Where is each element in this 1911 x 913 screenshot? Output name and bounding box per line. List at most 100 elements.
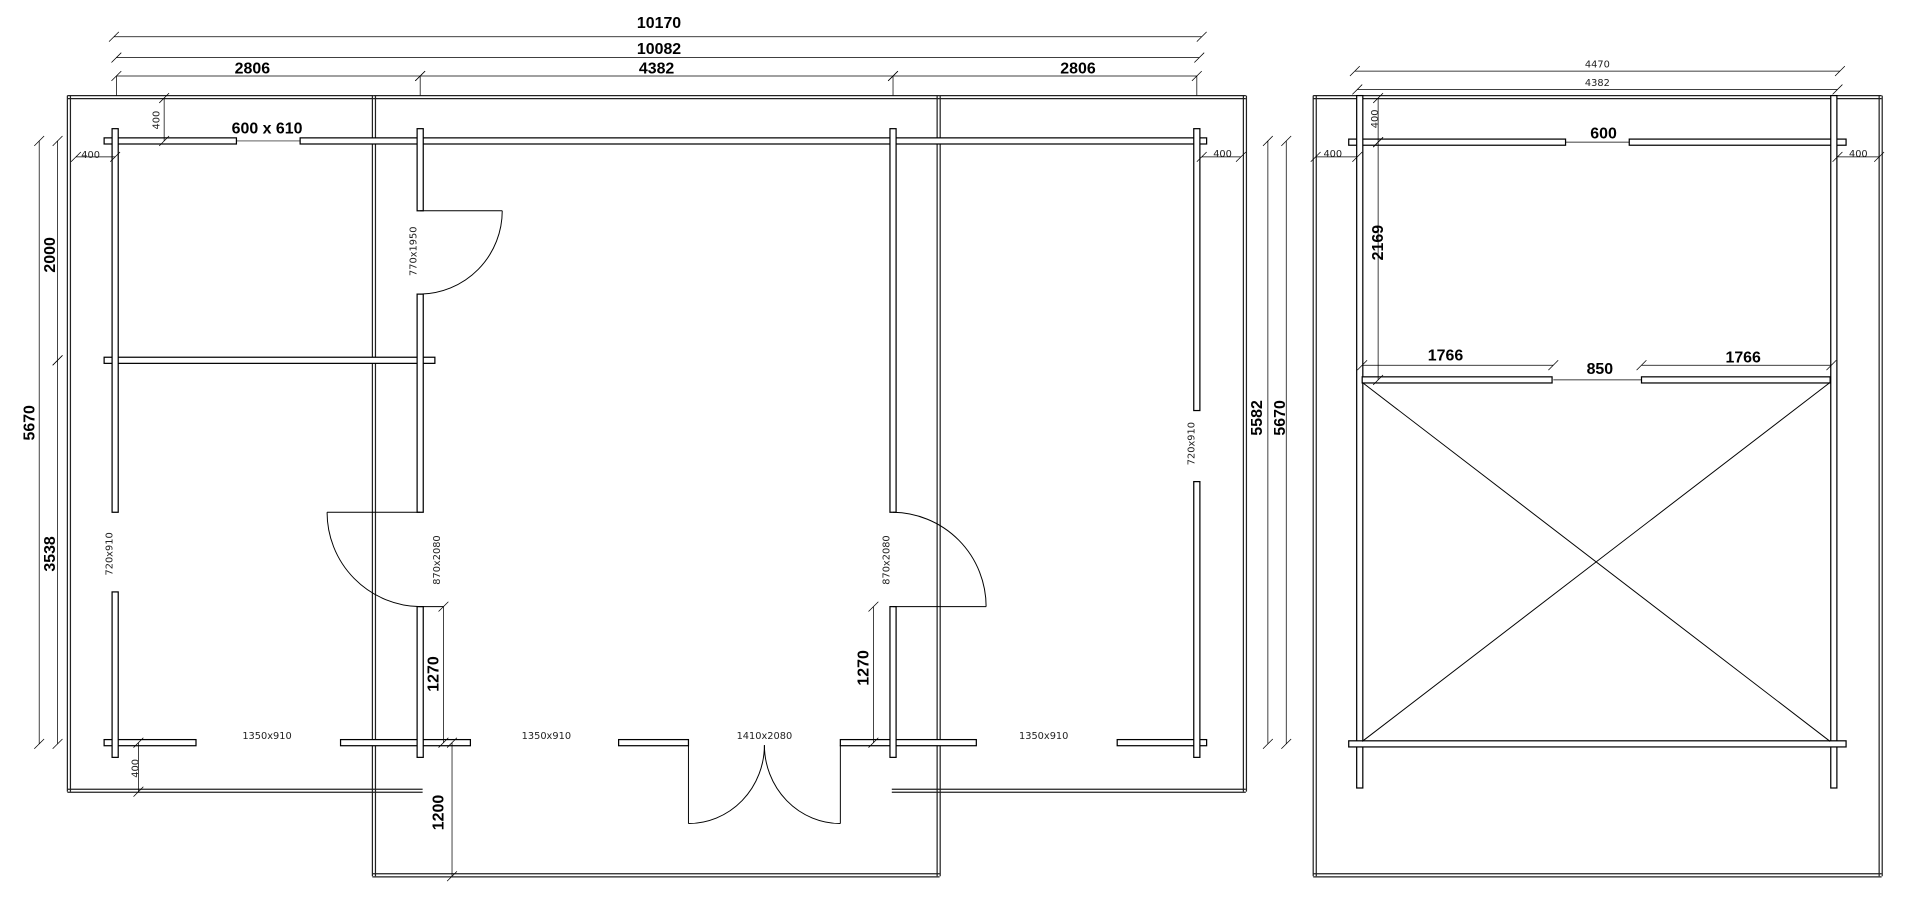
left-wall — [1356, 94, 1364, 789]
dimension-tick — [1262, 738, 1274, 750]
dimension-tick — [446, 871, 458, 882]
partition-wall — [416, 606, 424, 758]
dimension-tick — [1357, 360, 1368, 371]
dimension-tick — [868, 737, 879, 748]
dimension-tick — [1873, 151, 1885, 163]
partition-wall — [1640, 376, 1831, 384]
bottom-wall — [839, 738, 977, 747]
door-left-label: 870x2080 — [432, 535, 443, 584]
dimension-tick — [1281, 738, 1292, 750]
right-wall — [1193, 481, 1201, 758]
dimension-tick — [1826, 360, 1837, 371]
bottom-wall — [618, 738, 690, 747]
bottom-wall — [103, 738, 197, 747]
window-top-label: 600 x 610 — [232, 121, 303, 138]
dimension-tick — [158, 135, 170, 147]
dimension-tick — [1832, 151, 1843, 163]
dimension-tick — [868, 601, 879, 612]
side-opening: 850 — [1587, 361, 1614, 378]
bottom-wall — [1348, 740, 1847, 748]
dimension-tick — [1372, 92, 1384, 104]
dim-terrace-depth: 1200 — [430, 795, 447, 831]
dim-left-upper: 2000 — [42, 237, 59, 273]
left-wall — [111, 591, 119, 758]
dim-center: 4382 — [639, 61, 675, 78]
dim-right-overall: 5670 — [1272, 400, 1289, 436]
side-wall-left: 1766 — [1428, 347, 1464, 364]
dimension-tick — [438, 601, 449, 612]
bottom-wall — [339, 738, 472, 747]
bottom-wall — [1116, 738, 1208, 747]
open-area-diagonal — [1361, 381, 1831, 742]
window-bottom-right-label: 1350x910 — [1019, 731, 1068, 742]
window-bottom-center-label: 1350x910 — [522, 731, 571, 742]
dimension-tick — [1281, 135, 1292, 147]
partition-wall — [889, 606, 897, 758]
door-swing-arc — [893, 511, 987, 607]
door-main-label: 1410x2080 — [737, 731, 793, 742]
dimension-tick — [34, 135, 45, 147]
right-wall — [1830, 94, 1838, 789]
dimension-tick — [109, 151, 121, 163]
partition-wall — [416, 293, 424, 513]
side-dim-depth: 2169 — [1370, 225, 1387, 261]
dimension-tick — [1262, 135, 1274, 147]
dimension-tick — [1196, 151, 1207, 163]
dim-overall-outer: 10170 — [637, 15, 681, 32]
side-wall-right: 1766 — [1725, 350, 1761, 367]
side-window-top: 600 — [1590, 125, 1617, 142]
dimension-tick — [446, 737, 458, 748]
door-swing-arc — [688, 745, 765, 825]
top-wall — [1348, 138, 1567, 146]
dim-1270-left: 1270 — [426, 656, 443, 692]
dimension-tick — [1194, 52, 1205, 63]
top-wall — [103, 137, 238, 145]
dimension-tick — [1548, 360, 1559, 371]
dimension-tick — [52, 738, 63, 750]
side-dim-outer: 4470 — [1585, 59, 1610, 70]
dim-right-inner: 5582 — [1249, 400, 1266, 436]
dimension-tick — [1352, 84, 1363, 95]
dimension-tick — [1349, 65, 1361, 77]
dimension-tick — [133, 786, 144, 797]
left-wall — [111, 128, 119, 513]
dimension-tick — [1310, 151, 1321, 163]
dimension-tick — [158, 92, 170, 104]
side-overhang-left: 400 — [1323, 149, 1342, 160]
window-left-label: 720x910 — [105, 532, 116, 575]
dimension-tick — [1372, 136, 1384, 148]
side-dim-inner: 4382 — [1585, 78, 1610, 89]
side-overhang-top: 400 — [1370, 110, 1381, 129]
door-swing-arc — [326, 512, 421, 608]
dimension-tick — [1636, 360, 1647, 371]
dimension-tick — [1372, 374, 1384, 386]
dimension-tick — [1834, 65, 1846, 77]
partition-wall — [103, 356, 436, 364]
dimension-tick — [133, 737, 144, 748]
window-right-label: 720x910 — [1186, 422, 1197, 465]
dim-left-overall: 5670 — [21, 405, 38, 441]
top-wall — [299, 137, 1208, 145]
door-swing-arc — [763, 745, 841, 825]
overhang-left-label: 400 — [81, 150, 100, 161]
partition-wall — [1361, 376, 1553, 384]
dimension-tick — [1196, 31, 1207, 42]
door-inner-label: 770x1950 — [409, 227, 420, 276]
door-right-label: 870x2080 — [881, 535, 892, 584]
dimension-tick — [1235, 151, 1247, 163]
partition-wall — [889, 128, 897, 513]
overhang-bottom-label: 400 — [130, 759, 141, 778]
partition-wall — [416, 128, 424, 212]
top-wall — [1628, 138, 1847, 146]
overhang-top-label: 400 — [151, 111, 162, 130]
dimension-tick — [1352, 151, 1363, 163]
dimension-tick — [1832, 84, 1843, 95]
dimension-tick — [34, 738, 45, 750]
dimension-tick — [70, 151, 82, 163]
dim-left-lower: 3538 — [42, 536, 59, 572]
window-bottom-left-label: 1350x910 — [242, 731, 291, 742]
plan-geometry — [34, 31, 1885, 882]
dim-overall-inner: 10082 — [637, 41, 681, 58]
dimension-tick — [108, 31, 120, 42]
